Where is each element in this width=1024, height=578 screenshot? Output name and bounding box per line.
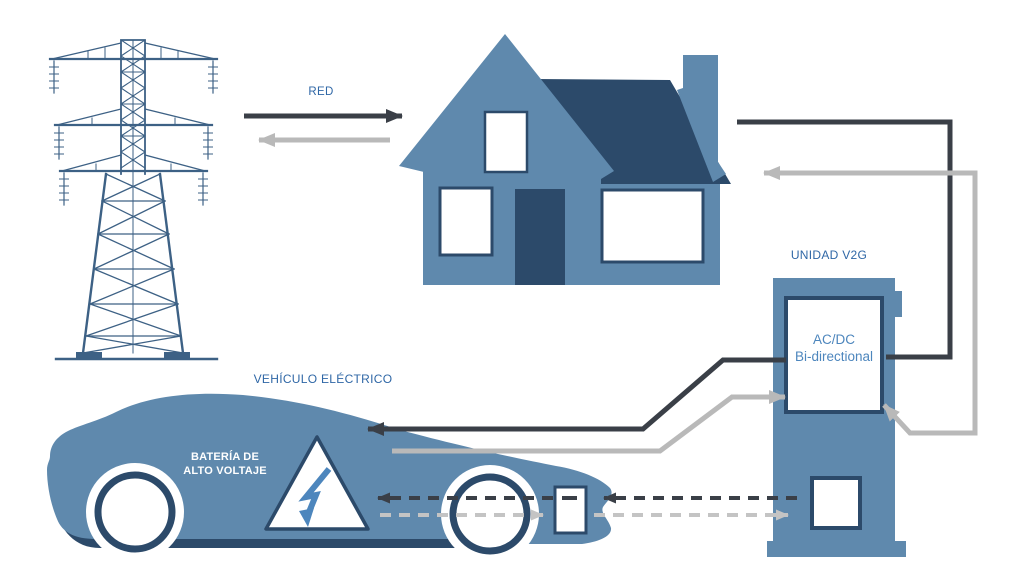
house-chimney <box>677 55 726 182</box>
battery-label-line1: BATERÍA DE <box>190 451 259 463</box>
car-wheel-left <box>86 463 184 561</box>
house-roof <box>536 79 731 184</box>
converter-label-line1: AC/DC <box>812 332 856 347</box>
v2g-socket <box>810 476 862 530</box>
v2g-unit-tab <box>893 291 902 317</box>
high-voltage-warning-icon <box>264 435 370 531</box>
house-door <box>515 189 565 285</box>
car-wheel-right <box>441 465 539 563</box>
battery-label-line2: ALTO VOLTAJE <box>183 464 267 477</box>
grid-label: RED <box>308 86 334 98</box>
vehicle-label: VEHÍCULO ELÉCTRICO <box>253 372 393 386</box>
flow-car-to-v2g <box>392 390 786 454</box>
house-icon <box>399 34 731 285</box>
v2g-unit-label: UNIDAD V2G <box>790 248 868 262</box>
electric-car-icon <box>47 393 612 563</box>
v2g-unit-base <box>767 541 906 557</box>
charge-port <box>553 485 588 535</box>
power-flow-arrows <box>244 109 978 521</box>
battery-label: BATERÍA DE ALTO VOLTAJE <box>183 451 266 478</box>
house-window-right <box>600 188 705 264</box>
house-window-left <box>438 186 494 257</box>
flow-v2g-to-car <box>367 357 786 436</box>
flow-house-to-v2g <box>737 119 953 360</box>
house-window-upper <box>483 110 529 174</box>
flow-v2g-to-house <box>763 166 978 436</box>
converter-label: AC/DC Bi-directional <box>795 331 873 365</box>
lightning-bolt-icon <box>298 467 332 519</box>
house-gable <box>399 34 614 186</box>
insulator-strings <box>49 60 218 206</box>
converter-label-line2: Bi-directional <box>794 349 874 364</box>
car-underbody <box>50 468 455 548</box>
transmission-tower-icon <box>48 39 219 361</box>
